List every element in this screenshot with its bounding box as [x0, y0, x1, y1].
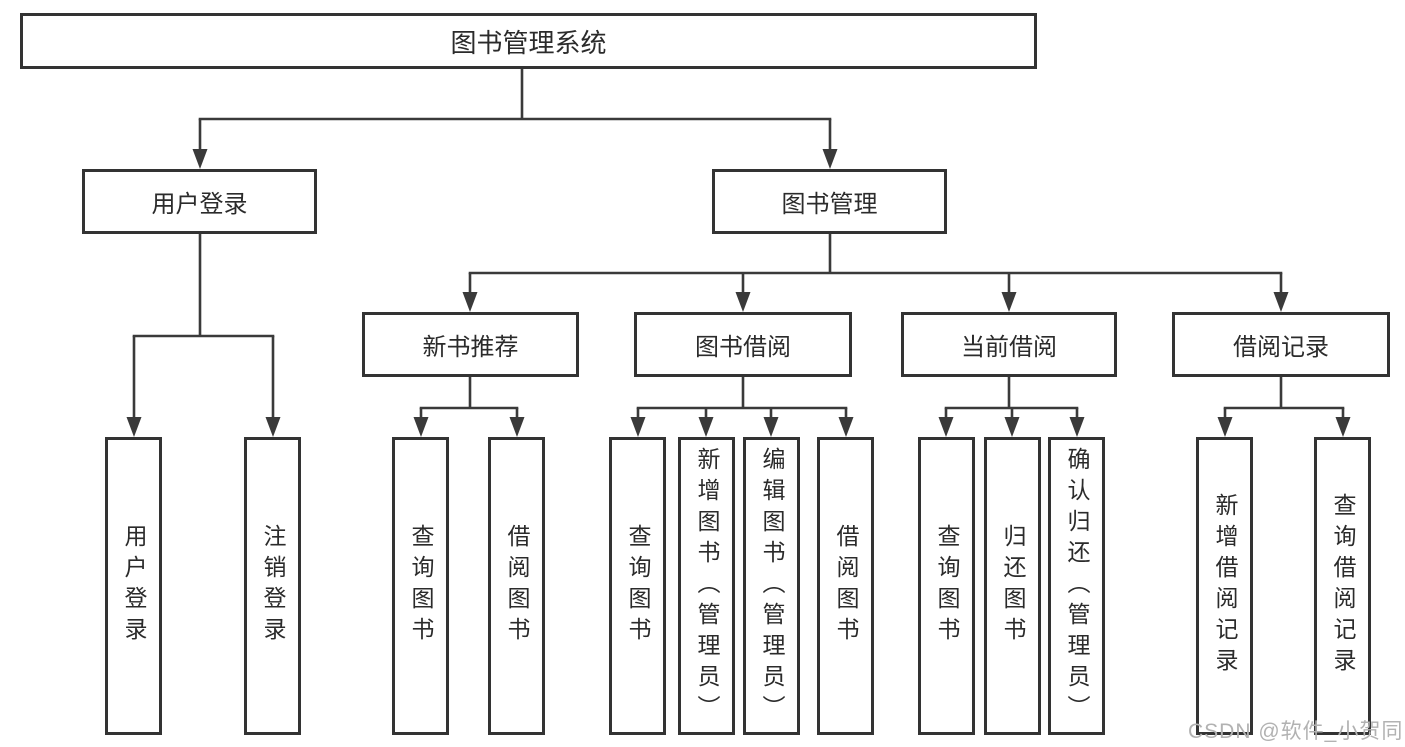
- node-add-borrow-record: 新增借阅记录: [1196, 437, 1253, 735]
- node-query-books-under-current: 查询图书: [918, 437, 975, 735]
- node-user-login: 用户登录: [82, 169, 317, 234]
- node-edit-books-admin: 编辑图书（管理员）: [743, 437, 800, 735]
- node-return-books: 归还图书: [984, 437, 1041, 735]
- node-borrow-books-under-borrowing: 借阅图书: [817, 437, 874, 735]
- node-confirm-return-admin: 确认归还（管理员）: [1048, 437, 1105, 735]
- node-new-book-recommendation: 新书推荐: [362, 312, 579, 377]
- node-logout-leaf: 注销登录: [244, 437, 301, 735]
- node-query-books-under-borrowing: 查询图书: [609, 437, 666, 735]
- node-add-books-admin: 新增图书（管理员）: [678, 437, 735, 735]
- node-book-borrowing: 图书借阅: [634, 312, 852, 377]
- node-query-books-under-recommend: 查询图书: [392, 437, 449, 735]
- node-library-management-system: 图书管理系统: [20, 13, 1037, 69]
- node-current-borrowing: 当前借阅: [901, 312, 1117, 377]
- node-borrowing-records: 借阅记录: [1172, 312, 1390, 377]
- node-user-login-leaf: 用户登录: [105, 437, 162, 735]
- node-book-management: 图书管理: [712, 169, 947, 234]
- node-borrow-books-under-recommend: 借阅图书: [488, 437, 545, 735]
- node-query-borrow-record: 查询借阅记录: [1314, 437, 1371, 735]
